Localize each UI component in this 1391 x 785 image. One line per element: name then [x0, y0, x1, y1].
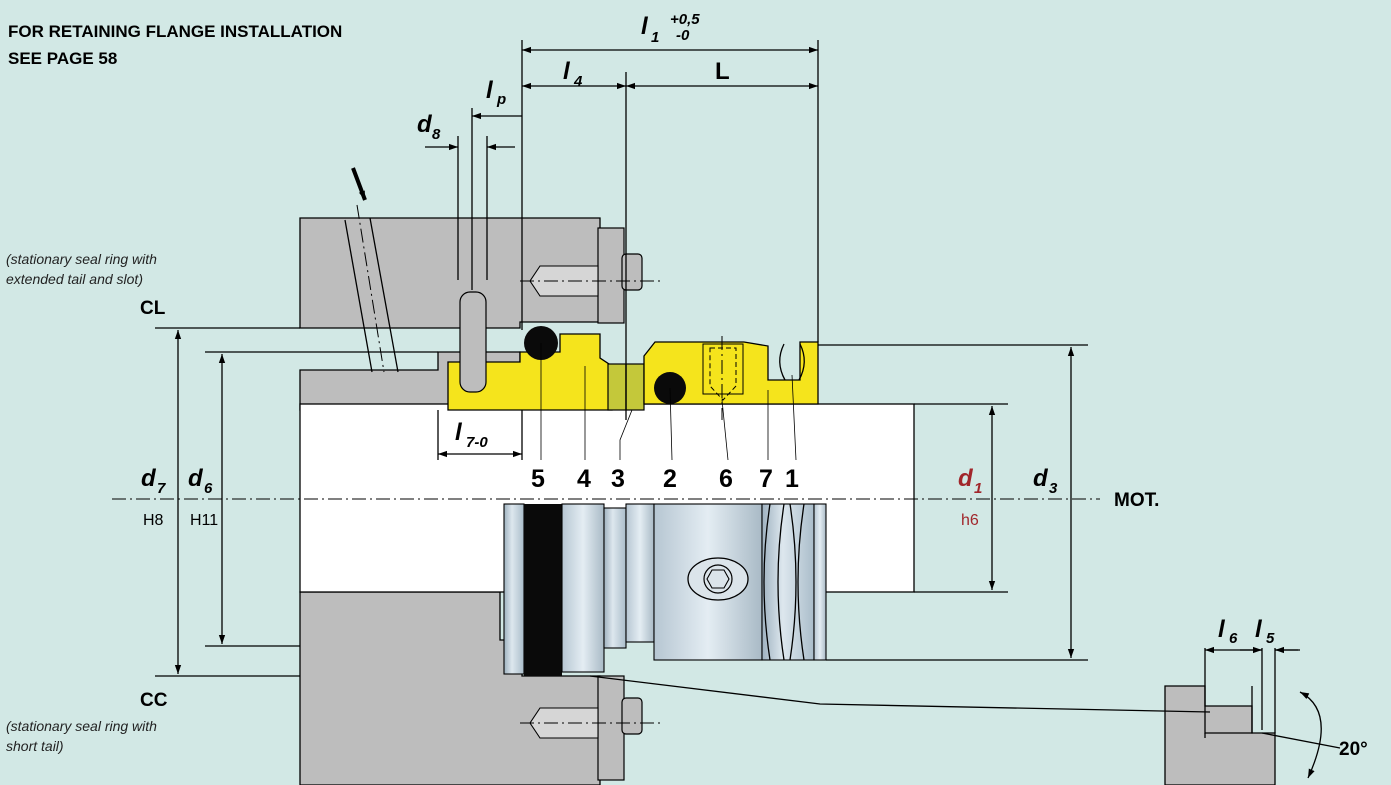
seal-section: [447, 291, 819, 420]
dim-l5: l: [1255, 616, 1263, 643]
set-screw: [702, 343, 744, 395]
flange-plate: [597, 227, 625, 324]
dim-l4: l: [563, 58, 571, 85]
part-number-6: 6: [719, 465, 733, 493]
header-line2: SEE PAGE 58: [8, 49, 117, 68]
part-number-1: 1: [785, 465, 799, 493]
dim-l1-tol-lower: -0: [676, 27, 690, 44]
dim-d6: d: [188, 465, 204, 492]
dim-lp-sub: p: [496, 91, 506, 108]
dim-l5-sub: 5: [1266, 630, 1275, 647]
dim-lp: l: [486, 77, 494, 104]
flange-plate-lower: [597, 675, 625, 781]
cl-note-line1: (stationary seal ring with: [6, 251, 157, 267]
dim-L: L: [715, 58, 730, 85]
dim-d8: d: [417, 111, 433, 138]
dim-d1-sub: 1: [974, 480, 982, 497]
dim-d6-sub: 6: [204, 480, 213, 497]
angle-label: 20°: [1339, 739, 1368, 760]
dim-d1-tol: h6: [961, 512, 979, 529]
dim-l7-sub: 7-0: [466, 434, 488, 451]
dim-d6-tol: H11: [190, 512, 218, 529]
dim-l7: l: [455, 419, 463, 446]
dim-d7-sub: 7: [157, 480, 166, 497]
set-screw-head: [687, 557, 749, 601]
dim-d7: d: [141, 465, 157, 492]
part-number-7: 7: [759, 465, 773, 493]
anti-rotation-pin: [459, 291, 487, 393]
dim-l4-sub: 4: [573, 73, 583, 90]
part-number-2: 2: [663, 465, 677, 493]
header-line1: FOR RETAINING FLANGE INSTALLATION: [8, 22, 342, 41]
dim-l1: l: [641, 13, 649, 40]
dim-d3-sub: 3: [1049, 480, 1058, 497]
dim-l6: l: [1218, 616, 1226, 643]
dim-l1-tol-upper: +0,5: [670, 11, 700, 28]
dim-d7-tol: H8: [143, 512, 164, 529]
cc-note-line2: short tail): [6, 738, 64, 754]
cc-label: CC: [140, 690, 168, 711]
dim-d8-sub: 8: [432, 126, 441, 143]
bolt-head: [621, 253, 643, 291]
dim-l6-sub: 6: [1229, 630, 1238, 647]
part-number-4: 4: [577, 465, 591, 493]
part-number-5: 5: [531, 465, 545, 493]
cl-label: CL: [140, 298, 166, 319]
dim-d1: d: [958, 465, 974, 492]
mot-label: MOT.: [1114, 490, 1159, 511]
bolt-head-lower: [621, 697, 643, 735]
dim-l1-sub: 1: [651, 29, 659, 46]
dim-d3: d: [1033, 465, 1049, 492]
seal-exterior: [503, 503, 827, 676]
part-number-3: 3: [611, 465, 625, 493]
cc-note-line1: (stationary seal ring with: [6, 718, 157, 734]
groove-detail: [1164, 646, 1341, 785]
cl-note-line2: extended tail and slot): [6, 271, 143, 287]
